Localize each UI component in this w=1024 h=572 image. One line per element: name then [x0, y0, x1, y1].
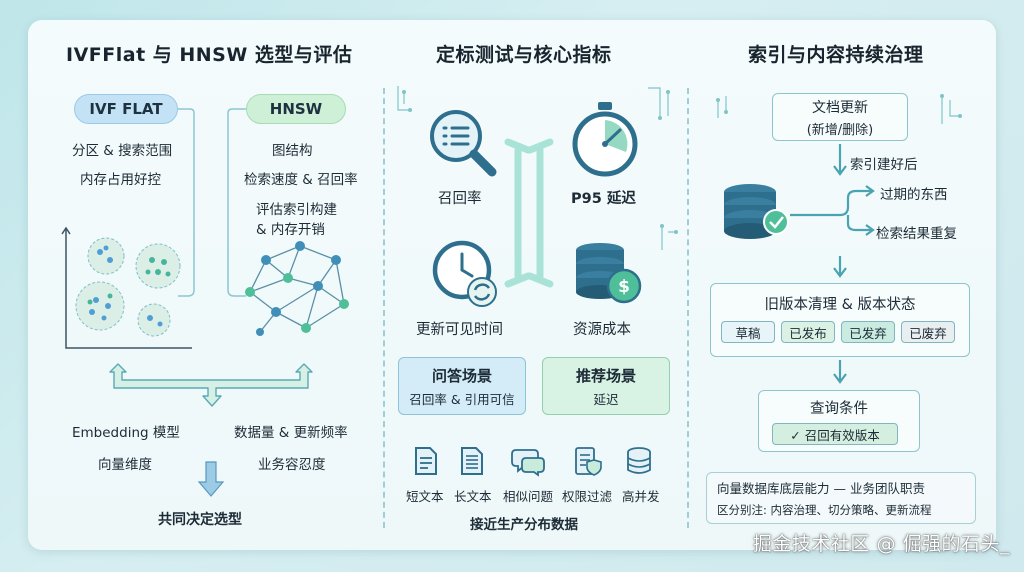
ivf-cluster-plot — [61, 226, 192, 349]
doc-update-line1: 文档更新 — [812, 99, 868, 116]
short-text-doc-icon — [415, 447, 437, 475]
permission-filter-icon — [575, 447, 602, 476]
hnsw-pill: HNSW — [246, 94, 346, 124]
doc-type-concurrency: 高并发 — [622, 489, 660, 504]
cleanup-title: 旧版本清理 & 版本状态 — [764, 297, 916, 313]
state-published: 已发布 — [781, 321, 835, 343]
database-check-icon — [724, 184, 789, 239]
query-condition: ✓ 召回有效版本 — [772, 423, 898, 445]
scenario-qa-title: 问答场景 — [431, 366, 492, 385]
outcome-duplicates: 检索结果重复 — [876, 226, 957, 242]
ivf-point-2: 内存占用好控 — [80, 172, 161, 188]
similar-question-chat-icon — [511, 449, 545, 477]
long-text-doc-icon — [461, 447, 483, 475]
hnsw-point-4: & 内存开销 — [256, 222, 325, 238]
factor-tolerance: 业务容忍度 — [258, 457, 326, 473]
state-abandoned: 已废弃 — [901, 321, 955, 343]
divider-1 — [383, 88, 385, 528]
metric-update-visibility: 更新可见时间 — [416, 322, 503, 338]
doc-type-long: 长文本 — [454, 489, 492, 504]
metric-resource-cost: 资源成本 — [573, 322, 631, 338]
clock-refresh-icon — [432, 240, 497, 307]
factor-dimension: 向量维度 — [98, 457, 152, 473]
divider-2 — [687, 88, 689, 528]
scenario-recommend: 推荐场景 延迟 — [542, 357, 670, 415]
scenario-recommend-title: 推荐场景 — [575, 366, 636, 385]
doc-update-box: 文档更新 (新增/删除) — [772, 93, 908, 141]
doc-type-short: 短文本 — [406, 489, 444, 504]
scenario-qa: 问答场景 召回率 & 引用可信 — [398, 357, 526, 415]
doc-type-permission: 权限过滤 — [562, 489, 613, 504]
hnsw-graph — [245, 241, 349, 336]
metric-p95: P95 延迟 — [571, 191, 636, 207]
watermark: 掘金技术社区 @ 倔强的石头_ — [752, 533, 1010, 555]
ivf-point-1: 分区 & 搜索范围 — [72, 143, 173, 159]
responsibility-note: 向量数据库底层能力 — 业务团队职责 区分别注: 内容治理、切分策略、更新流程 — [706, 472, 976, 524]
middle-footer: 接近生产分布数据 — [470, 517, 578, 533]
outcome-expired: 过期的东西 — [880, 187, 948, 203]
metric-recall: 召回率 — [438, 191, 482, 207]
right-column-title: 索引与内容持续治理 — [748, 44, 924, 66]
doc-update-line2: (新增/删除) — [806, 122, 874, 138]
hnsw-point-3: 评估索引构建 — [256, 202, 337, 218]
state-draft: 草稿 — [721, 321, 775, 343]
scenario-qa-detail: 召回率 & 引用可信 — [409, 391, 515, 407]
state-deprecated: 已发弃 — [841, 321, 895, 343]
factor-data-volume: 数据量 & 更新频率 — [234, 425, 348, 441]
doc-type-similar: 相似问题 — [503, 489, 554, 504]
conclusion-text: 共同决定选型 — [158, 512, 242, 528]
down-arrow-left — [197, 461, 225, 497]
stopwatch-icon — [572, 102, 638, 177]
left-column-title: IVFFlat 与 HNSW 选型与评估 — [66, 44, 353, 66]
cleanup-box: 旧版本清理 & 版本状态 — [710, 283, 970, 357]
index-built-label: 索引建好后 — [850, 157, 918, 173]
note-line2: 区分别注: 内容治理、切分策略、更新流程 — [717, 503, 932, 517]
ivf-flat-pill: IVF FLAT — [74, 94, 178, 124]
factor-embedding: Embedding 模型 — [72, 425, 180, 441]
hnsw-point-1: 图结构 — [272, 143, 313, 159]
svg-text:$: $ — [618, 277, 630, 297]
scenario-recommend-detail: 延迟 — [593, 391, 619, 407]
note-line1: 向量数据库底层能力 — 业务团队职责 — [717, 481, 925, 496]
recall-magnifier-icon — [430, 110, 497, 177]
high-concurrency-db-icon — [627, 447, 651, 474]
middle-column-title: 定标测试与核心指标 — [436, 44, 612, 66]
server-cost-icon: $ — [576, 243, 642, 304]
hnsw-point-2: 检索速度 & 召回率 — [244, 172, 358, 188]
query-title: 查询条件 — [810, 401, 868, 417]
